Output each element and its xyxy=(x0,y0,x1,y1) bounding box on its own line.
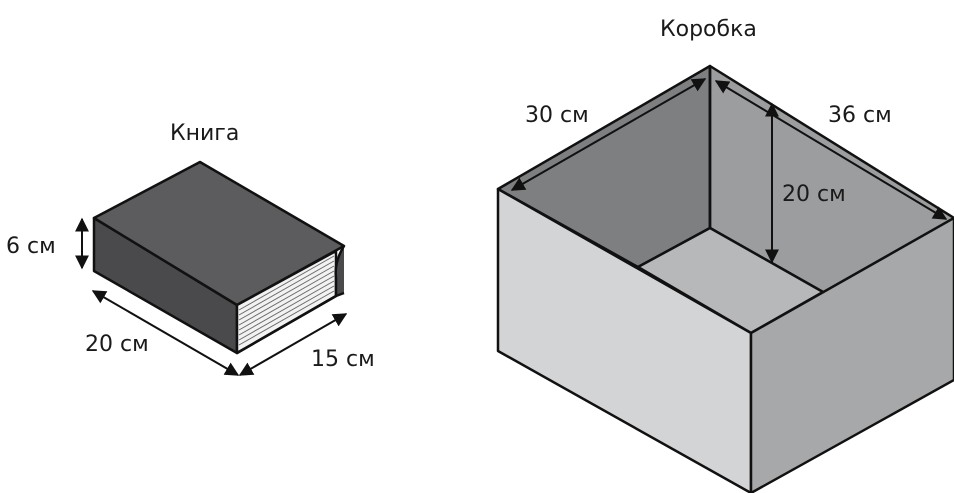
book-width-label: 15 см xyxy=(311,347,375,372)
book-height-label: 6 см xyxy=(6,234,56,259)
box-outer-right-wall xyxy=(749,216,954,493)
box-illustration xyxy=(496,64,954,493)
box-length-label: 30 см xyxy=(525,103,589,128)
box-outer-left-wall xyxy=(496,187,753,493)
box-title: Коробка xyxy=(660,17,757,42)
book-title: Книга xyxy=(170,121,239,146)
book-length-label: 20 см xyxy=(85,332,149,357)
box-width-label: 36 см xyxy=(828,103,892,128)
box-height-label: 20 см xyxy=(782,182,846,207)
book-illustration xyxy=(92,160,346,355)
book-length-arrow xyxy=(91,290,240,376)
book-back-cover xyxy=(334,245,346,298)
book-width-arrow xyxy=(238,313,348,376)
box-length-arrow xyxy=(510,78,707,191)
box-width-arrow xyxy=(714,80,948,220)
